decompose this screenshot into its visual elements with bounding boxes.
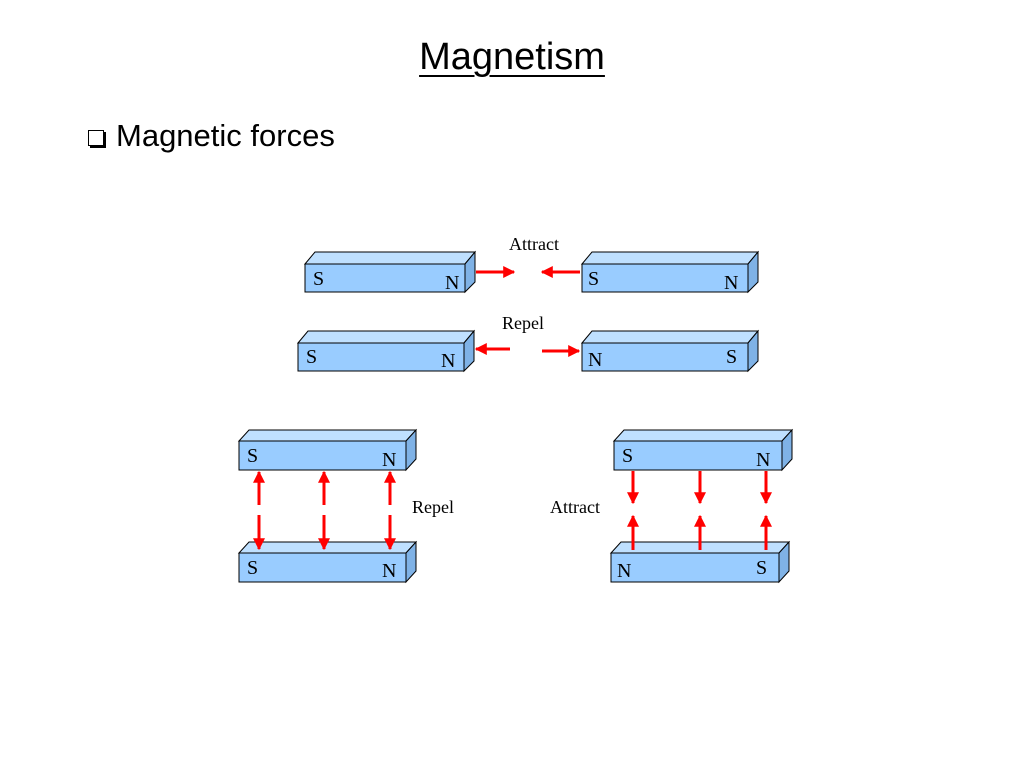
magnet-7: S N xyxy=(612,428,794,472)
magnet-5-left-pole: S xyxy=(247,445,258,467)
bullet-item: Magnetic forces xyxy=(88,118,335,154)
magnet-5: S N xyxy=(237,428,418,472)
magnet-6: S N xyxy=(237,540,418,584)
top-repel-label: Repel xyxy=(502,313,544,333)
bottom-repel-label: Repel xyxy=(412,497,454,517)
magnet-6-left-pole: S xyxy=(247,557,258,579)
bullet-text: Magnetic forces xyxy=(116,118,335,153)
magnet-1-right-pole: N xyxy=(445,272,459,294)
magnet-3: S N xyxy=(296,329,476,373)
magnet-2-right-pole: N xyxy=(724,272,738,294)
magnet-2: S N xyxy=(580,250,760,294)
magnet-1: S N xyxy=(303,250,477,294)
magnet-8-left-pole: N xyxy=(617,560,631,582)
magnet-4-left-pole: N xyxy=(588,349,602,371)
page-title: Magnetism xyxy=(419,36,605,78)
magnet-6-right-pole: N xyxy=(382,560,396,582)
magnet-8-right-pole: S xyxy=(756,557,767,579)
top-attract-label: Attract xyxy=(509,234,559,254)
checkbox-bullet-icon xyxy=(88,130,104,146)
magnet-7-left-pole: S xyxy=(622,445,633,467)
magnet-4: N S xyxy=(580,329,760,373)
magnet-7-right-pole: N xyxy=(756,449,770,471)
magnet-3-right-pole: N xyxy=(441,350,455,372)
magnet-1-left-pole: S xyxy=(313,268,324,290)
magnet-4-right-pole: S xyxy=(726,346,737,368)
magnet-3-left-pole: S xyxy=(306,346,317,368)
magnet-2-left-pole: S xyxy=(588,268,599,290)
magnet-5-right-pole: N xyxy=(382,449,396,471)
bottom-attract-label: Attract xyxy=(550,497,600,517)
